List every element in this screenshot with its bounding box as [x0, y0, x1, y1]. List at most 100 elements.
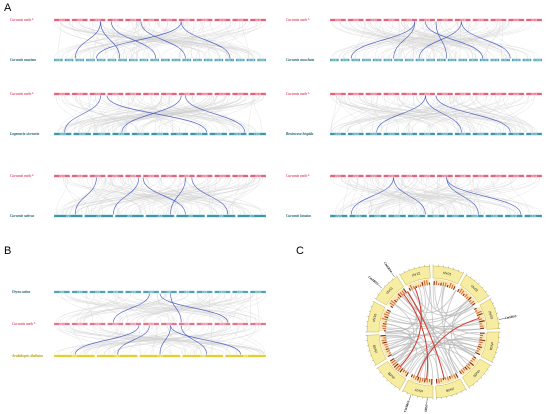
- chromosome-bar: [454, 175, 471, 177]
- chromosome-label: chr03: [488, 310, 494, 319]
- srs-gene-link: [446, 177, 522, 215]
- chromosome-label: Chr17: [502, 59, 509, 62]
- collinear-link: [456, 177, 472, 215]
- collinear-link: [430, 95, 532, 133]
- chromosome-label: chr09: [478, 175, 485, 178]
- gene-label: CmSRS3: [504, 314, 517, 320]
- collinear-link: [82, 177, 120, 215]
- chromosome-bar: [250, 323, 266, 325]
- collinear-link: [54, 325, 170, 355]
- collinear-link: [91, 21, 220, 59]
- top-species-label: Cucumis melo L.: [286, 18, 311, 22]
- scale-tick: [391, 278, 394, 280]
- collinear-link: [385, 21, 512, 59]
- arabidopsis-label: Arabidopsis thaliana: [11, 354, 43, 358]
- chromosome-label: Chr8: [184, 291, 190, 294]
- collinear-link: [196, 21, 231, 59]
- collinear-link: [412, 95, 431, 133]
- collinear-link: [163, 95, 227, 133]
- chromosome-bar: [75, 59, 85, 61]
- collinear-link: [203, 21, 258, 59]
- chromosome-bar: [161, 175, 177, 177]
- collinear-link: [345, 95, 379, 133]
- bottom-species-label: Cucumis maxima: [10, 58, 36, 62]
- collinear-link: [339, 177, 388, 215]
- chromosome-bar: [383, 59, 393, 61]
- collinear-link: [341, 177, 440, 215]
- chromosome-label: Chr11: [513, 133, 520, 136]
- chromosome-label: chr05: [406, 19, 413, 22]
- chromosome-label: chr05: [406, 93, 413, 96]
- collinear-link: [96, 95, 112, 133]
- collinear-link: [167, 325, 187, 355]
- scale-tick: [468, 387, 470, 389]
- chromosome-bar: [330, 215, 348, 217]
- chromosome-label: Chr09: [141, 59, 148, 62]
- chromosome-label: chr08: [184, 323, 191, 326]
- chromosome-label: Chr09: [215, 133, 222, 136]
- chromosome-label: Chr08: [406, 59, 413, 62]
- collinear-link: [134, 177, 244, 215]
- collinear-link: [104, 95, 156, 133]
- chromosome-label: chr09: [478, 93, 485, 96]
- bottom-species-label: Cucumis lanatus: [286, 214, 312, 218]
- collinear-link: [88, 21, 128, 59]
- chromosome-label: chr08: [460, 19, 467, 22]
- chromosome-bar: [501, 59, 510, 61]
- chromosome-bar: [524, 215, 542, 217]
- collinear-link: [454, 21, 498, 59]
- chromosome-bar: [485, 215, 504, 217]
- collinear-link: [88, 95, 96, 133]
- scale-tick: [491, 361, 494, 363]
- chromosome-bar: [522, 59, 532, 61]
- chromosome-bar: [170, 133, 189, 135]
- chromosome-bar: [143, 19, 159, 21]
- gene-pointer: [377, 284, 383, 289]
- chromosome-bar: [508, 93, 525, 95]
- density-bar: [419, 284, 422, 287]
- chromosome-label: Chr20: [258, 59, 265, 62]
- collinear-link: [381, 21, 397, 59]
- chromosome-bar: [419, 133, 435, 135]
- collinear-link: [62, 177, 218, 215]
- collinear-link: [68, 21, 235, 59]
- collinear-link: [232, 293, 246, 323]
- density-bar: [467, 363, 471, 366]
- chromosome-bar: [71, 175, 88, 177]
- collinear-link: [57, 325, 192, 355]
- chromosome-label: Chr12: [531, 133, 538, 136]
- chromosome-bar: [178, 19, 195, 21]
- collinear-link: [60, 21, 261, 59]
- density-bar: [471, 357, 476, 361]
- collinear-link: [87, 177, 256, 215]
- density-bar: [475, 351, 481, 356]
- chromosome-label: chr01: [335, 93, 342, 96]
- chromosome-label: Chr2: [77, 291, 83, 294]
- scale-tick: [465, 273, 467, 275]
- scale-tick: [371, 360, 374, 362]
- chromosome-bar: [458, 59, 468, 61]
- collinear-link: [227, 177, 260, 215]
- collinear-link: [448, 95, 473, 133]
- collinear-link: [180, 177, 193, 215]
- collinear-link: [192, 325, 263, 355]
- srs-gene-link: [140, 21, 186, 59]
- chromosome-bar: [206, 215, 236, 217]
- oryza-label: Oryza sativa: [12, 290, 30, 294]
- chromosome-bar: [232, 323, 249, 325]
- chromosome-bar: [225, 59, 234, 61]
- chromosome-bar: [107, 175, 124, 177]
- collinear-link: [402, 177, 440, 215]
- chromosome-label: Chr08: [130, 59, 137, 62]
- chromosome-label: chr10: [219, 93, 226, 96]
- chromosome-label: Chr01: [335, 215, 342, 218]
- scale-tick: [470, 276, 472, 278]
- chromosome-bar: [73, 133, 91, 135]
